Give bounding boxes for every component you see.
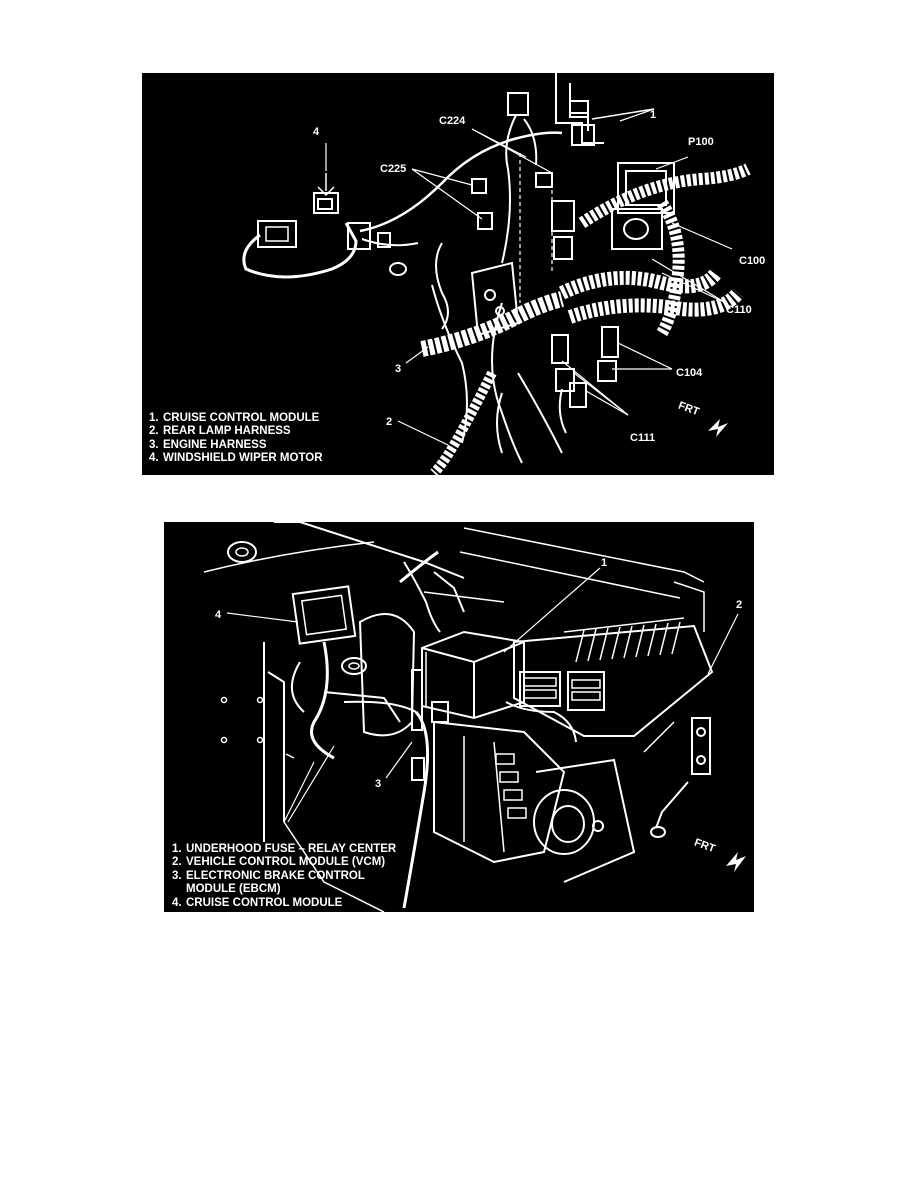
bottom-legend: 1.UNDERHOOD FUSE – RELAY CENTER 2.VEHICL… [172,843,396,910]
ground-bracket [643,717,711,838]
cruise-module-connector [569,100,655,146]
legend-item: 2.VEHICLE CONTROL MODULE (VCM) [172,856,386,869]
engine-harness [420,284,565,464]
body-bracket [555,73,604,144]
callout-c111: C111 [630,432,655,444]
top-legend: 1.CRUISE CONTROL MODULE 2.REAR LAMP HARN… [149,412,323,466]
front-direction-arrow-icon [726,852,746,872]
bottom-diagram-panel: 1 2 3 4 FRT 1.UNDERHOOD FUSE – RELAY CEN… [164,522,754,912]
center-bracket [435,242,520,337]
c104-c111-connectors [551,326,619,434]
legend-item: 4.WINDSHIELD WIPER MOTOR [149,452,323,465]
callout-4: 4 [313,126,320,138]
wiper-motor [242,173,358,279]
callout-1: 1 [601,557,607,569]
callout-c100: C100 [739,255,765,267]
ebcm [433,720,636,883]
callout-c224: C224 [439,115,466,127]
legend-item: 1.UNDERHOOD FUSE – RELAY CENTER [172,843,397,855]
legend-item: 3.ELECTRONIC BRAKE CONTROL [172,869,365,882]
callout-1: 1 [650,109,656,121]
cowl-lines [203,522,705,632]
legend-item: 2.REAR LAMP HARNESS [149,425,291,438]
vehicle-control-module [513,617,714,737]
callout-leaders [226,567,739,823]
legend-item: 3.ENGINE HARNESS [149,438,267,451]
callout-2: 2 [386,416,392,428]
top-diagram-artwork: 1 2 3 4 C224 C225 P100 C100 C110 C104 C1… [242,73,765,475]
legend-item: 4.CRUISE CONTROL MODULE [172,896,343,909]
strut-tower [323,613,416,737]
legend-item: MODULE (EBCM) [186,883,281,896]
cruise-control-module [291,585,357,760]
harness-wiring [343,550,577,909]
callout-leaders [325,108,733,446]
callout-c225: C225 [380,163,406,175]
callout-c110: C110 [726,304,752,316]
front-direction-arrow-icon [708,419,728,437]
rear-lamp-harness [430,370,563,475]
fuse-relay-center [421,630,525,720]
top-diagram-panel: 1 2 3 4 C224 C225 P100 C100 C110 C104 C1… [142,73,774,475]
bottom-diagram-artwork: 1 2 3 4 [203,522,746,912]
callout-p100: P100 [688,136,714,148]
callout-2: 2 [736,599,742,611]
callout-4: 4 [215,609,222,621]
c224-c225-connectors [471,92,553,303]
legend-item: 1.CRUISE CONTROL MODULE [149,412,320,424]
left-fender [220,541,385,912]
main-harness-conduit [551,162,751,337]
callout-c104: C104 [676,367,703,379]
callout-3: 3 [375,778,381,790]
callout-3: 3 [395,363,401,375]
wiper-harness [347,131,563,276]
